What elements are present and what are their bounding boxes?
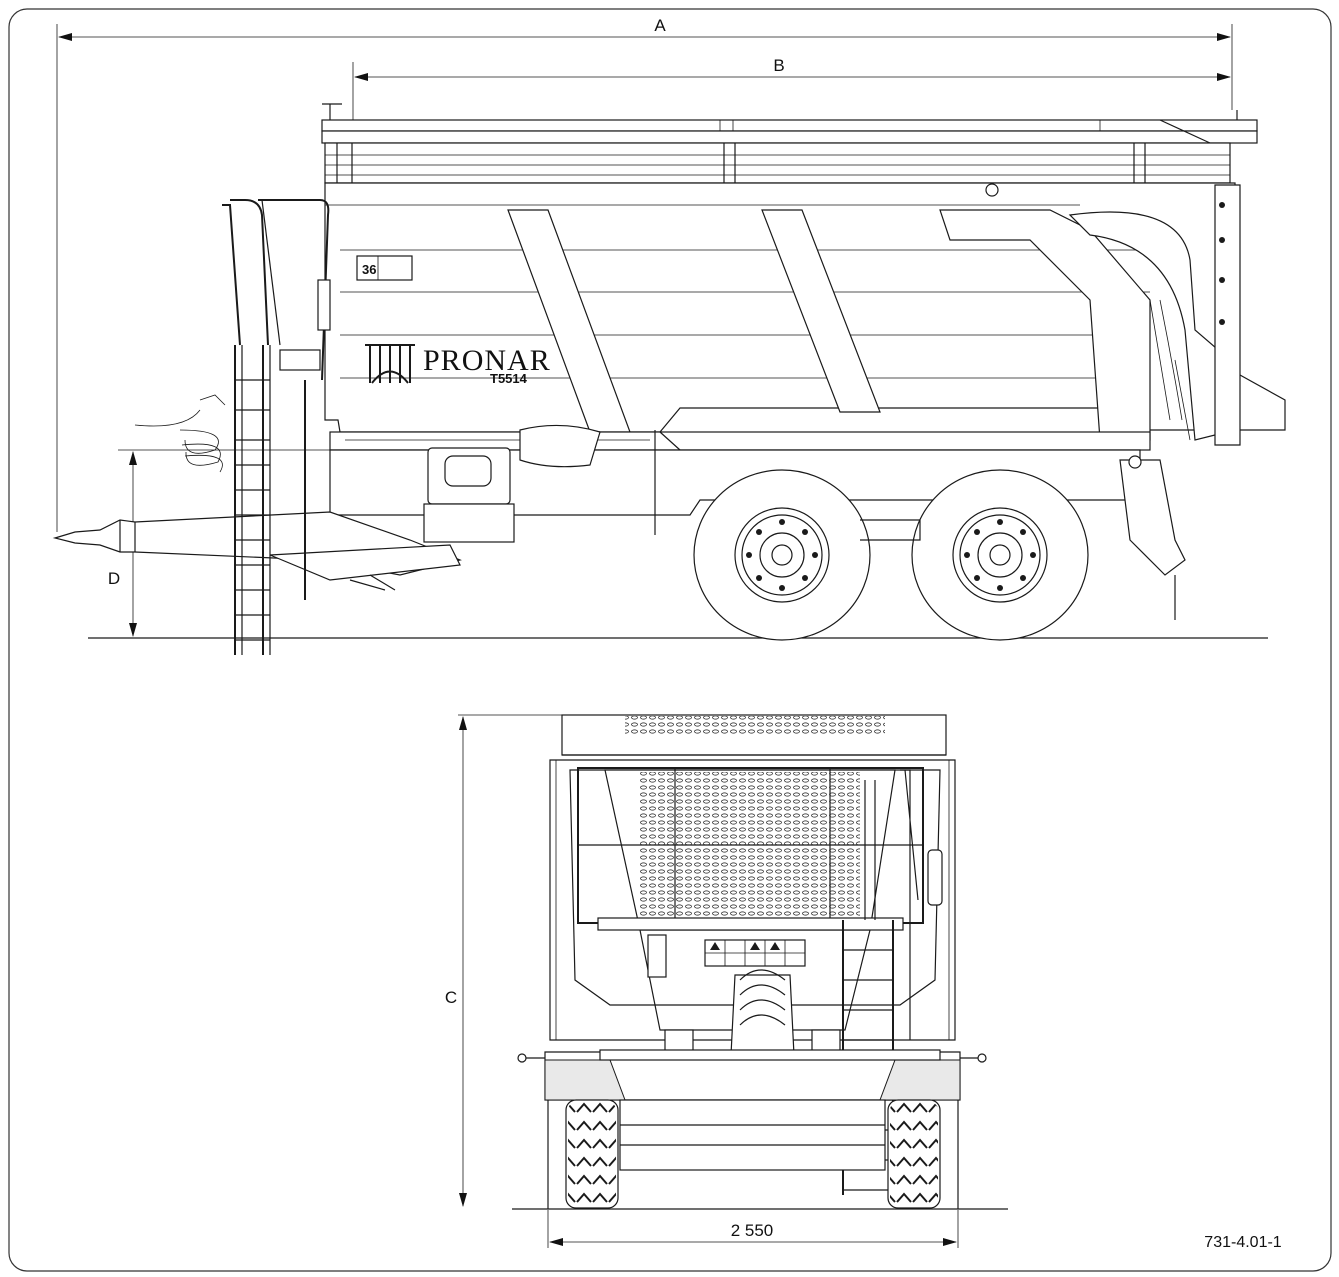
rear-tire-left — [565, 1099, 619, 1209]
warning-stickers — [704, 939, 806, 967]
dimension-width-label: 2 550 — [731, 1221, 774, 1240]
page-frame — [8, 8, 1332, 1272]
dimension-a: A — [56, 16, 1233, 532]
dimension-c-label: C — [445, 988, 457, 1007]
plate-number: 36 — [362, 262, 376, 277]
brand-name: PRONAR — [423, 344, 551, 377]
rear-tire-right — [887, 1099, 941, 1209]
dimension-d-label: D — [108, 569, 120, 588]
side-wheel-front — [693, 469, 871, 641]
pronar-logo: PRONAR T5514 — [365, 344, 551, 386]
dimension-b-label: B — [773, 56, 784, 75]
rear-view — [517, 714, 987, 1209]
figure-id: 731-4.01-1 — [1204, 1234, 1281, 1251]
dimension-c: C — [445, 714, 562, 1207]
side-view: 36 PRONAR T5514 — [52, 103, 1286, 655]
dimension-width: 2 550 — [547, 1210, 959, 1248]
side-ladder — [222, 199, 331, 655]
side-wheel-rear — [911, 469, 1089, 641]
model-name: T5514 — [490, 371, 528, 386]
dimension-a-label: A — [654, 16, 666, 35]
